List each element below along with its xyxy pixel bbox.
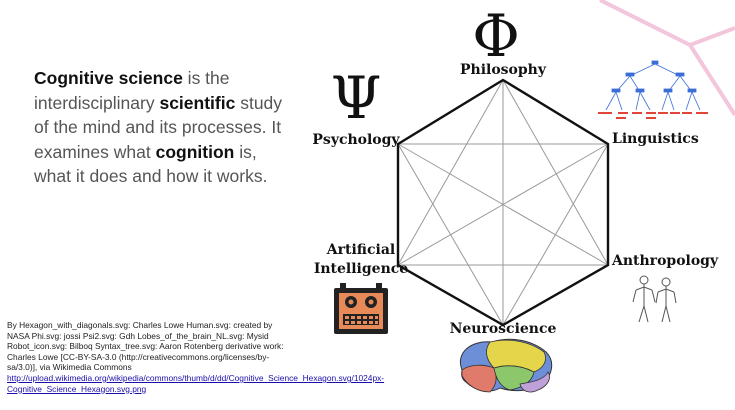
syntax-tree-icon [605, 60, 701, 111]
label-anthropology: Anthropology [611, 253, 719, 269]
human-figures-icon [632, 275, 677, 323]
phi-icon: Φ [472, 2, 520, 70]
term-cognitive-science: Cognitive science [34, 68, 183, 88]
credit-text: By Hexagon_with_diagonals.svg: Charles L… [7, 320, 284, 373]
hexagon-diagonals [397, 79, 609, 326]
brain-icon [459, 338, 553, 393]
label-ai-line2: Intelligence [314, 261, 408, 277]
intro-text-1: is the interdisciplinary [34, 68, 230, 113]
psi-icon: Ψ [331, 64, 382, 132]
label-neuroscience: Neuroscience [450, 321, 557, 337]
hexagon-outline [396, 78, 610, 327]
label-ai-line1: Artificial [326, 242, 395, 258]
label-psychology: Psychology [312, 132, 400, 148]
credit-link[interactable]: http://upload.wikimedia.org/wikipedia/co… [7, 372, 385, 394]
term-scientific: scientific [159, 92, 236, 113]
syntax-tree-leaves [598, 112, 708, 119]
term-cognition: cognition [155, 141, 235, 162]
intro-text-3: is, what it does and how it works. [34, 141, 268, 187]
robot-icon [334, 283, 388, 334]
image-credit: By Hexagon_with_diagonals.svg: Charles L… [7, 320, 385, 394]
label-philosophy: Philosophy [460, 62, 547, 78]
label-linguistics: Linguistics [612, 131, 699, 147]
intro-text-2: study of the mind and its processes. It … [34, 92, 283, 162]
intro-paragraph: Cognitive science is the interdisciplina… [34, 66, 294, 189]
